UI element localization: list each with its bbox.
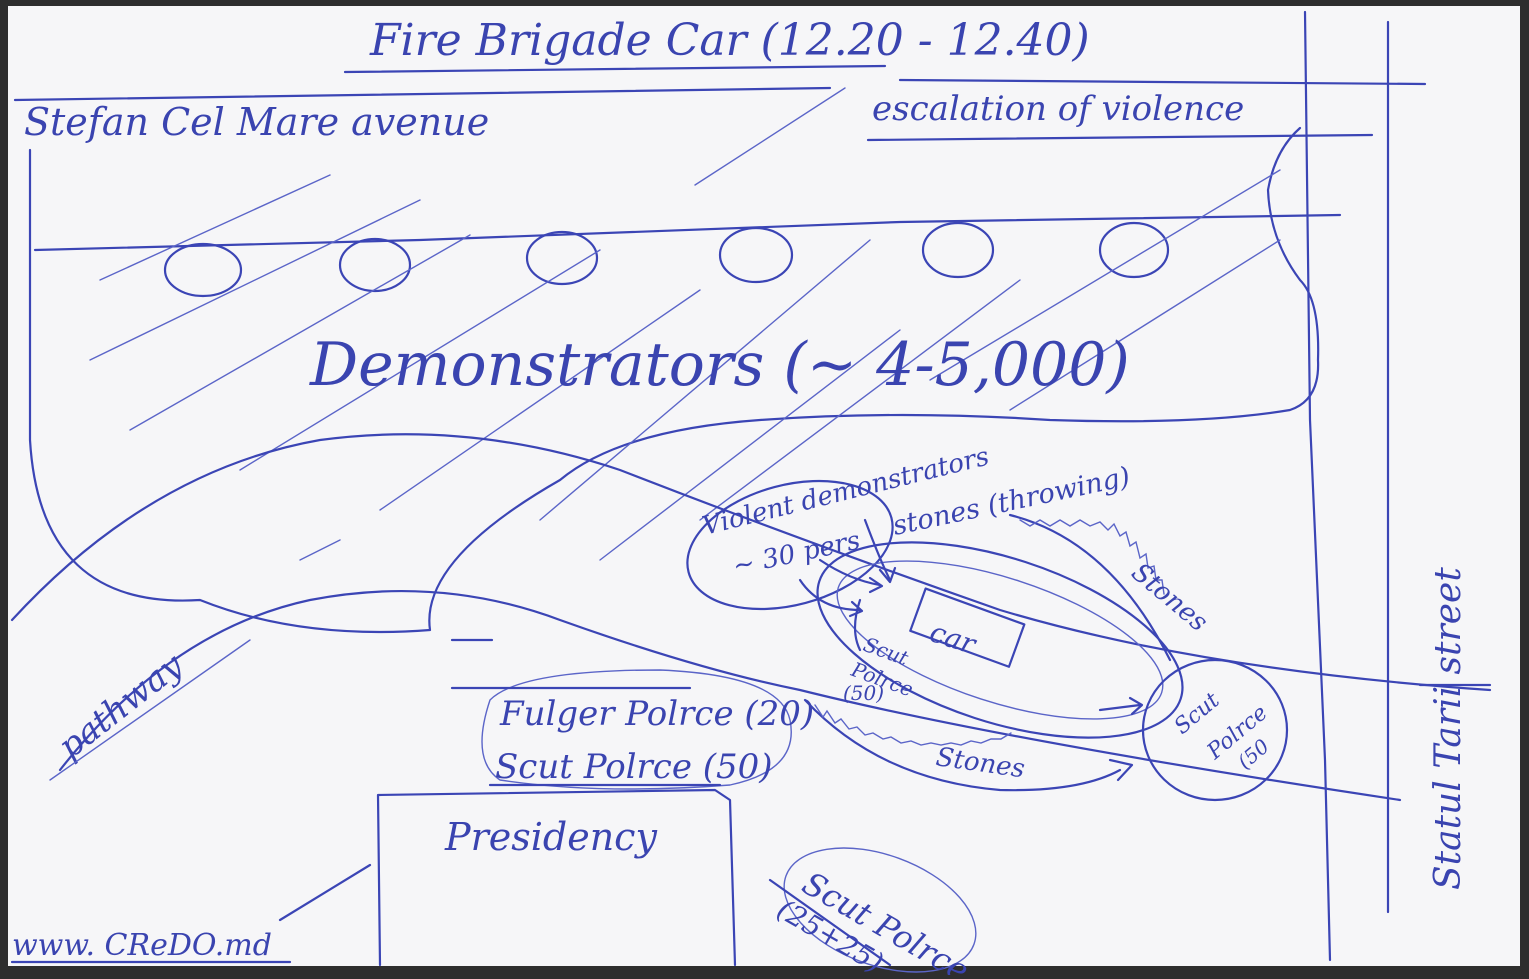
left-diagonal xyxy=(278,863,372,922)
stones-arc-bottom xyxy=(803,698,1122,792)
escalation-label: escalation of violence xyxy=(872,89,1244,129)
avenue-top-line xyxy=(13,78,1427,102)
pathway-lower-curve xyxy=(58,589,1402,802)
scut-police-right-group xyxy=(1141,658,1289,802)
stones-arc-top-zigzag xyxy=(1019,519,1165,595)
street-label: Statul Tarii street xyxy=(1428,567,1469,890)
violent-demonstrators-cluster xyxy=(686,479,894,611)
avenue-label: Stefan Cel Mare avenue xyxy=(24,100,489,144)
presidency-building xyxy=(376,788,737,967)
circle-marker xyxy=(525,230,599,286)
car-cordon xyxy=(816,541,1184,739)
car-scut-label-3: (50) xyxy=(843,681,884,705)
circle-marker xyxy=(718,226,794,284)
scut-police-bottom-group xyxy=(783,847,977,973)
circle-marker xyxy=(1098,221,1170,279)
stones-arc-bottom-zigzag xyxy=(814,704,1012,746)
credo-watermark: www. CReDO.md xyxy=(12,928,272,963)
paper-sheet xyxy=(8,6,1520,966)
car-cordon-inner xyxy=(836,560,1164,720)
stone-arrows xyxy=(798,518,897,652)
demonstrators-label: Demonstrators (~ 4-5,000) xyxy=(309,330,1130,400)
avenue-inner-line xyxy=(33,213,1342,252)
escalation-underline xyxy=(866,133,1374,142)
stones-arrow-head xyxy=(1108,758,1134,782)
scut-mid-label: Scut Polrce (50) xyxy=(495,747,773,787)
fulger-group-outline xyxy=(481,669,792,790)
pathway-upper-curve xyxy=(10,433,1492,692)
title-underline xyxy=(343,64,887,74)
presidency-label: Presidency xyxy=(444,815,657,859)
diagram-title: Fire Brigade Car (12.20 - 12.40) xyxy=(369,15,1090,66)
crowd-hatching xyxy=(89,87,1281,561)
circle-marker xyxy=(338,237,412,293)
circle-marker xyxy=(163,242,243,298)
circle-marker xyxy=(921,221,995,279)
fulger-police-label: Fulger Polrce (20) xyxy=(499,694,814,734)
scut-bottom-strike xyxy=(768,878,892,967)
arrow-to-scut-right xyxy=(1098,696,1144,716)
fire-brigade-car xyxy=(909,587,1026,668)
pathway-strike xyxy=(49,639,251,781)
